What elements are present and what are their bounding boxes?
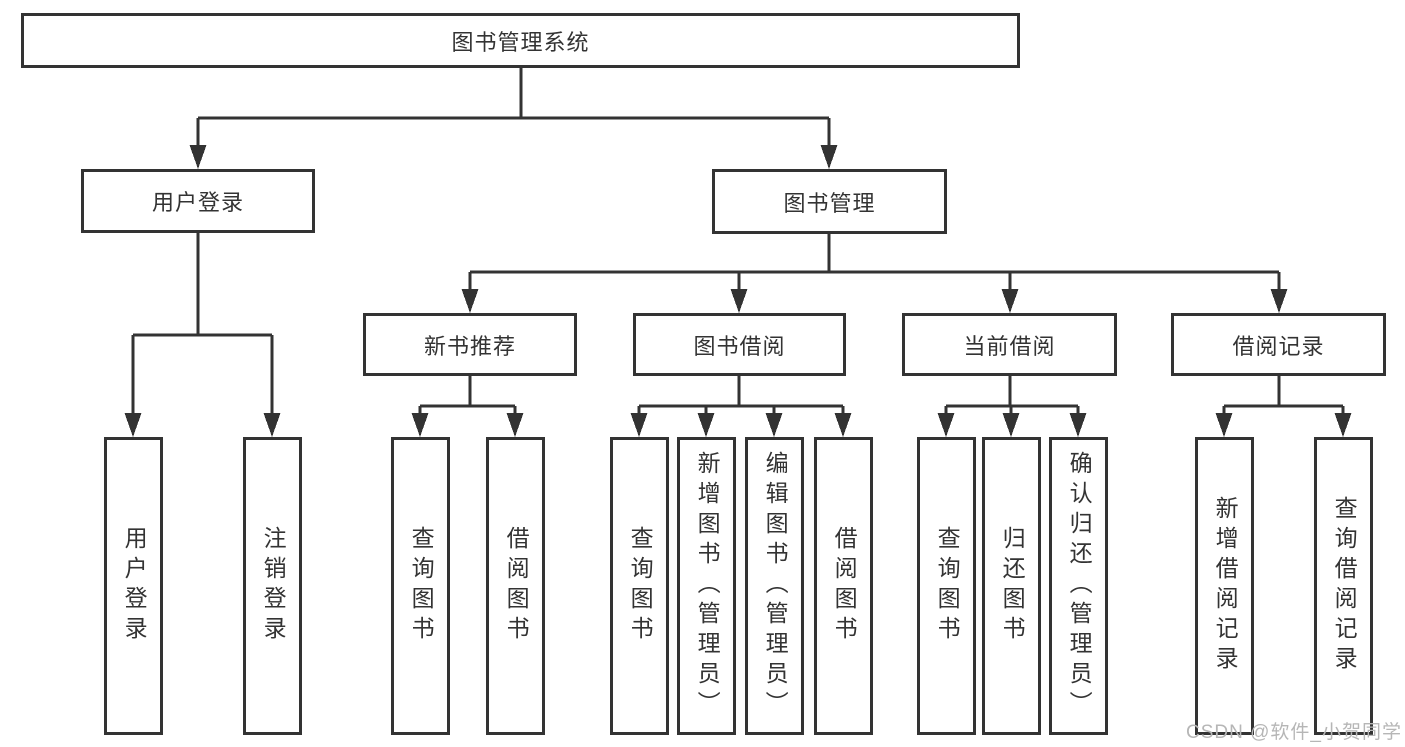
connector-borrow-records-branch (1222, 376, 1345, 419)
connector-new-book-branch (418, 376, 517, 419)
arrow-head (1334, 413, 1352, 437)
node-new-book-recommend: 新书推荐 (363, 313, 577, 376)
leaf-return-books-label: 归还图书 (999, 526, 1026, 646)
node-borrow-records: 借阅记录 (1171, 313, 1386, 376)
leaf-add-books-admin: 新增图书（管理员） (677, 437, 736, 735)
leaf-edit-books-admin: 编辑图书（管理员） (745, 437, 804, 735)
node-book-management: 图书管理 (712, 169, 947, 234)
arrow-head (1270, 289, 1288, 313)
node-book-borrow: 图书借阅 (633, 313, 846, 376)
arrow-head (834, 413, 852, 437)
node-borrow-records-label: 借阅记录 (1232, 333, 1325, 359)
connector-book-management-branch (468, 234, 1281, 295)
node-current-borrow-label: 当前借阅 (963, 333, 1056, 359)
node-library-system: 图书管理系统 (21, 13, 1020, 68)
leaf-user-login-label: 用户登录 (121, 526, 148, 646)
leaf-query-borrow-record: 查询借阅记录 (1314, 437, 1373, 735)
leaf-newrec-borrow-books: 借阅图书 (486, 437, 545, 735)
node-user-login: 用户登录 (81, 169, 315, 233)
node-new-book-recommend-label: 新书推荐 (423, 333, 516, 359)
arrow-head (1069, 413, 1087, 437)
node-book-management-label: 图书管理 (783, 190, 876, 216)
leaf-borrow-books-label: 借阅图书 (831, 526, 858, 646)
leaf-user-login: 用户登录 (104, 437, 163, 735)
leaf-current-query-books: 查询图书 (917, 437, 976, 735)
connector-user-login-branch (131, 233, 274, 419)
arrow-head (630, 413, 648, 437)
leaf-add-borrow-record: 新增借阅记录 (1195, 437, 1254, 735)
arrow-head (1001, 289, 1019, 313)
arrow-head (820, 145, 838, 169)
arrow-head (697, 413, 715, 437)
arrow-head (124, 413, 142, 437)
node-book-borrow-label: 图书借阅 (693, 333, 786, 359)
arrow-head (937, 413, 955, 437)
leaf-borrow-query-books-label: 查询图书 (627, 526, 654, 646)
leaf-borrow-books: 借阅图书 (814, 437, 873, 735)
arrow-head (1215, 413, 1233, 437)
node-library-system-label: 图书管理系统 (451, 29, 590, 55)
leaf-newrec-query-books-label: 查询图书 (408, 526, 435, 646)
leaf-add-books-admin-label: 新增图书（管理员） (694, 451, 721, 721)
connector-root-to-level2 (196, 68, 831, 151)
arrow-head (411, 413, 429, 437)
arrow-head (263, 413, 281, 437)
leaf-confirm-return-admin-label: 确认归还（管理员） (1066, 451, 1093, 721)
arrow-head (765, 413, 783, 437)
csdn-watermark: CSDN @软件_小贺同学 (1186, 722, 1402, 743)
leaf-newrec-query-books: 查询图书 (391, 437, 450, 735)
connector-current-borrow-branch (944, 376, 1080, 419)
leaf-newrec-borrow-books-label: 借阅图书 (503, 526, 530, 646)
leaf-logout-label: 注销登录 (260, 526, 287, 646)
node-current-borrow: 当前借阅 (902, 313, 1117, 376)
leaf-logout: 注销登录 (243, 437, 302, 735)
leaf-return-books: 归还图书 (982, 437, 1041, 735)
arrow-head (189, 145, 207, 169)
leaf-current-query-books-label: 查询图书 (934, 526, 961, 646)
leaf-edit-books-admin-label: 编辑图书（管理员） (762, 451, 789, 721)
leaf-query-borrow-record-label: 查询借阅记录 (1331, 496, 1358, 676)
arrow-head (461, 289, 479, 313)
leaf-borrow-query-books: 查询图书 (610, 437, 669, 735)
arrow-head (730, 289, 748, 313)
arrow-head (506, 413, 524, 437)
node-user-login-label: 用户登录 (151, 190, 244, 215)
leaf-add-borrow-record-label: 新增借阅记录 (1212, 496, 1239, 676)
connector-book-borrow-branch (637, 376, 845, 419)
leaf-confirm-return-admin: 确认归还（管理员） (1049, 437, 1108, 735)
arrow-head (1002, 413, 1020, 437)
